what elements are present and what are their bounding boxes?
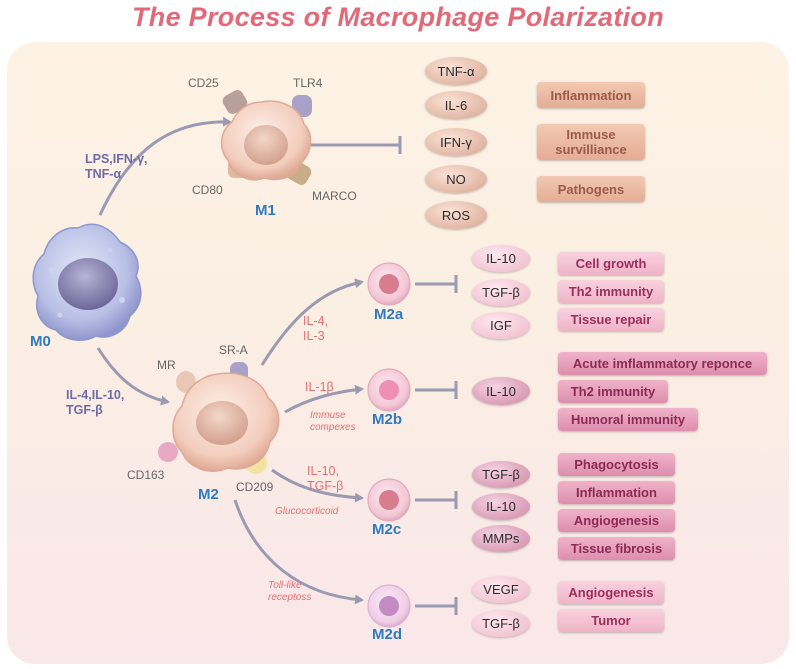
- receptor-label-marco: MARCO: [312, 189, 357, 203]
- polarization-arrows: [96, 116, 364, 605]
- m1-function-box: Inflammation: [537, 82, 645, 108]
- m2d-function-box: Angiogenesis: [558, 581, 664, 604]
- m2a-product-pill: TGF-β: [472, 279, 530, 306]
- stimulus-m1: LPS,IFN-γ,TNF-α: [85, 152, 148, 181]
- m1-product-pill: IL-6: [425, 91, 487, 119]
- label-m2c: M2c: [372, 521, 402, 538]
- m2c-function-box: Angiogenesis: [558, 509, 675, 532]
- connector-m2a: [415, 275, 458, 293]
- m2a-macrophage: [367, 262, 411, 306]
- connector-m2c: [415, 491, 458, 509]
- m2d-macrophage: [367, 584, 411, 628]
- m1-function-box: Pathogens: [537, 176, 645, 202]
- stimulus-m2b: IL-1β: [305, 380, 334, 394]
- m2d-product-pill: VEGF: [472, 576, 530, 603]
- m2b-product-pill: IL-10: [472, 377, 530, 405]
- m1-macrophage: [220, 90, 312, 185]
- label-m2b: M2b: [372, 411, 402, 428]
- connector-m1: [305, 136, 402, 154]
- receptor-label-sr-a: SR-A: [219, 343, 248, 357]
- receptor-label-cd25: CD25: [188, 76, 219, 90]
- diagram-title: The Process of Macrophage Polarization: [131, 2, 665, 32]
- m2b-function-box: Th2 immunity: [558, 380, 668, 403]
- label-m2a: M2a: [374, 306, 404, 323]
- m2d-function-box: Tumor: [558, 609, 664, 632]
- cd163-receptor-icon: [158, 442, 178, 462]
- arrow-m0-to-m1: [98, 116, 232, 216]
- m2b-macrophage: [367, 368, 411, 412]
- m2c-macrophage: [367, 478, 411, 522]
- receptor-label-tlr4: TLR4: [293, 76, 323, 90]
- m1-product-pill: ROS: [425, 201, 487, 229]
- label-m1: M1: [255, 202, 276, 219]
- m2c-function-box: Inflammation: [558, 481, 675, 504]
- m2c-function-box: Tissue fibrosis: [558, 537, 675, 560]
- arrow-m0-to-m2: [96, 347, 170, 406]
- label-m2d: M2d: [372, 626, 402, 643]
- cd25-receptor-icon: [222, 90, 248, 114]
- secretion-connectors: [305, 136, 458, 615]
- m2c-product-pill: MMPs: [472, 525, 530, 552]
- stimulus-m2c-note: Glucocorticoid: [275, 506, 339, 517]
- connector-m2d: [415, 597, 458, 615]
- arrow-m2-to-m2a: [260, 278, 364, 366]
- m1-function-box: Immuse survilliance: [537, 124, 645, 160]
- m2b-function-box: Acute imflammatory reponce: [558, 352, 767, 375]
- m2c-function-box: Phagocytosis: [558, 453, 675, 476]
- m2a-product-pill: IL-10: [472, 245, 530, 272]
- m2c-product-pill: TGF-β: [472, 461, 530, 488]
- receptor-label-mr: MR: [157, 358, 176, 372]
- arrow-m2-to-m2d: [233, 499, 364, 605]
- receptor-label-cd80: CD80: [192, 183, 223, 197]
- receptor-label-cd163: CD163: [127, 468, 165, 482]
- stimulus-m2c: IL-10,TGF-β: [307, 464, 344, 493]
- receptor-label-cd209: CD209: [236, 480, 274, 494]
- m1-product-pill: NO: [425, 165, 487, 193]
- label-m2: M2: [198, 486, 219, 503]
- connector-m2b: [415, 381, 458, 399]
- m2c-product-pill: IL-10: [472, 493, 530, 520]
- stimulus-m2: IL-4,IL-10,TGF-β: [66, 388, 125, 417]
- m2a-function-box: Tissue repair: [558, 308, 664, 331]
- m1-product-pill: IFN-γ: [425, 128, 487, 156]
- arrow-m2-to-m2c: [271, 468, 364, 503]
- m2d-product-pill: TGF-β: [472, 610, 530, 637]
- arrow-m2-to-m2b: [284, 384, 364, 414]
- m2a-function-box: Cell growth: [558, 252, 664, 275]
- stimulus-m2a: IL-4,IL-3: [303, 314, 329, 343]
- m2b-function-box: Humoral immunity: [558, 408, 698, 431]
- m2a-function-box: Th2 immunity: [558, 280, 664, 303]
- label-m0: M0: [30, 333, 51, 350]
- m0-macrophage: [32, 223, 142, 342]
- m2a-product-pill: IGF: [472, 312, 530, 339]
- m2-macrophage: [158, 362, 280, 474]
- m1-product-pill: TNF-α: [425, 57, 487, 85]
